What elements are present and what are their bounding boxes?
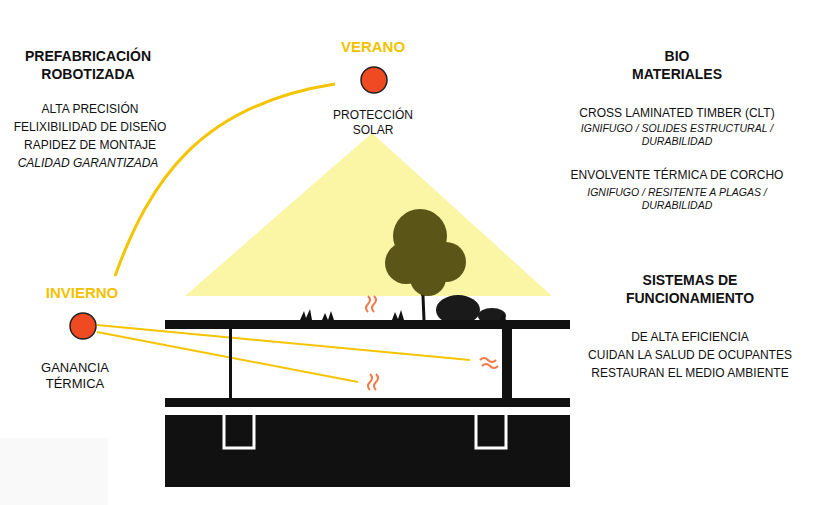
sun-protection-cone [185,133,552,296]
heat-wave [366,296,498,390]
material-properties: IGNIFUGO / SOLIDES ESTRUCTURAL / DURABIL… [570,122,785,148]
grass [300,309,506,320]
sun-effect: GANANCIA TÉRMICA [25,360,125,393]
material-properties: IGNIFUGO / RESITENTE A PLAGAS / DURABILI… [570,186,785,212]
feature-item: FELIXIBILIDAD DE DISEÑO [14,120,167,135]
feature-item: RAPIDEZ DE MONTAJE [24,138,156,153]
footing [476,415,506,448]
wall [502,320,512,407]
season-label: INVIERNO [46,284,119,303]
feature-item: DE ALTA EFICIENCIA [631,330,749,345]
wall [229,329,232,399]
sun-path-arc [115,84,335,276]
floor-slab [165,398,570,407]
feature-item: ALTA PRECISIÓN [42,102,139,117]
blank-patch [0,438,108,505]
summer-sun [361,67,387,93]
material-name: CROSS LAMINATED TIMBER (CLT) [579,106,774,121]
section-heading: PREFABRICACIÓN ROBOTIZADA [6,48,171,83]
tree-canopy [385,209,466,296]
season-label: VERANO [341,38,405,57]
footing [224,415,254,448]
feature-item: CUIDAN LA SALUD DE OCUPANTES [588,348,792,363]
material-name: ENVOLVENTE TÉRMICA DE CORCHO [571,168,784,183]
feature-item: CALIDAD GARANTIZADA [18,156,159,171]
feature-item: RESTAURAN EL MEDIO AMBIENTE [591,366,788,381]
ground [165,415,570,487]
section-heading: SISTEMAS DE FUNCIONAMIENTO [590,272,790,307]
sun-effect: PROTECCIÓN SOLAR [323,108,423,138]
section-heading: BIO MATERIALES [622,48,732,83]
winter-ray [97,332,358,382]
winter-sun [70,313,96,339]
